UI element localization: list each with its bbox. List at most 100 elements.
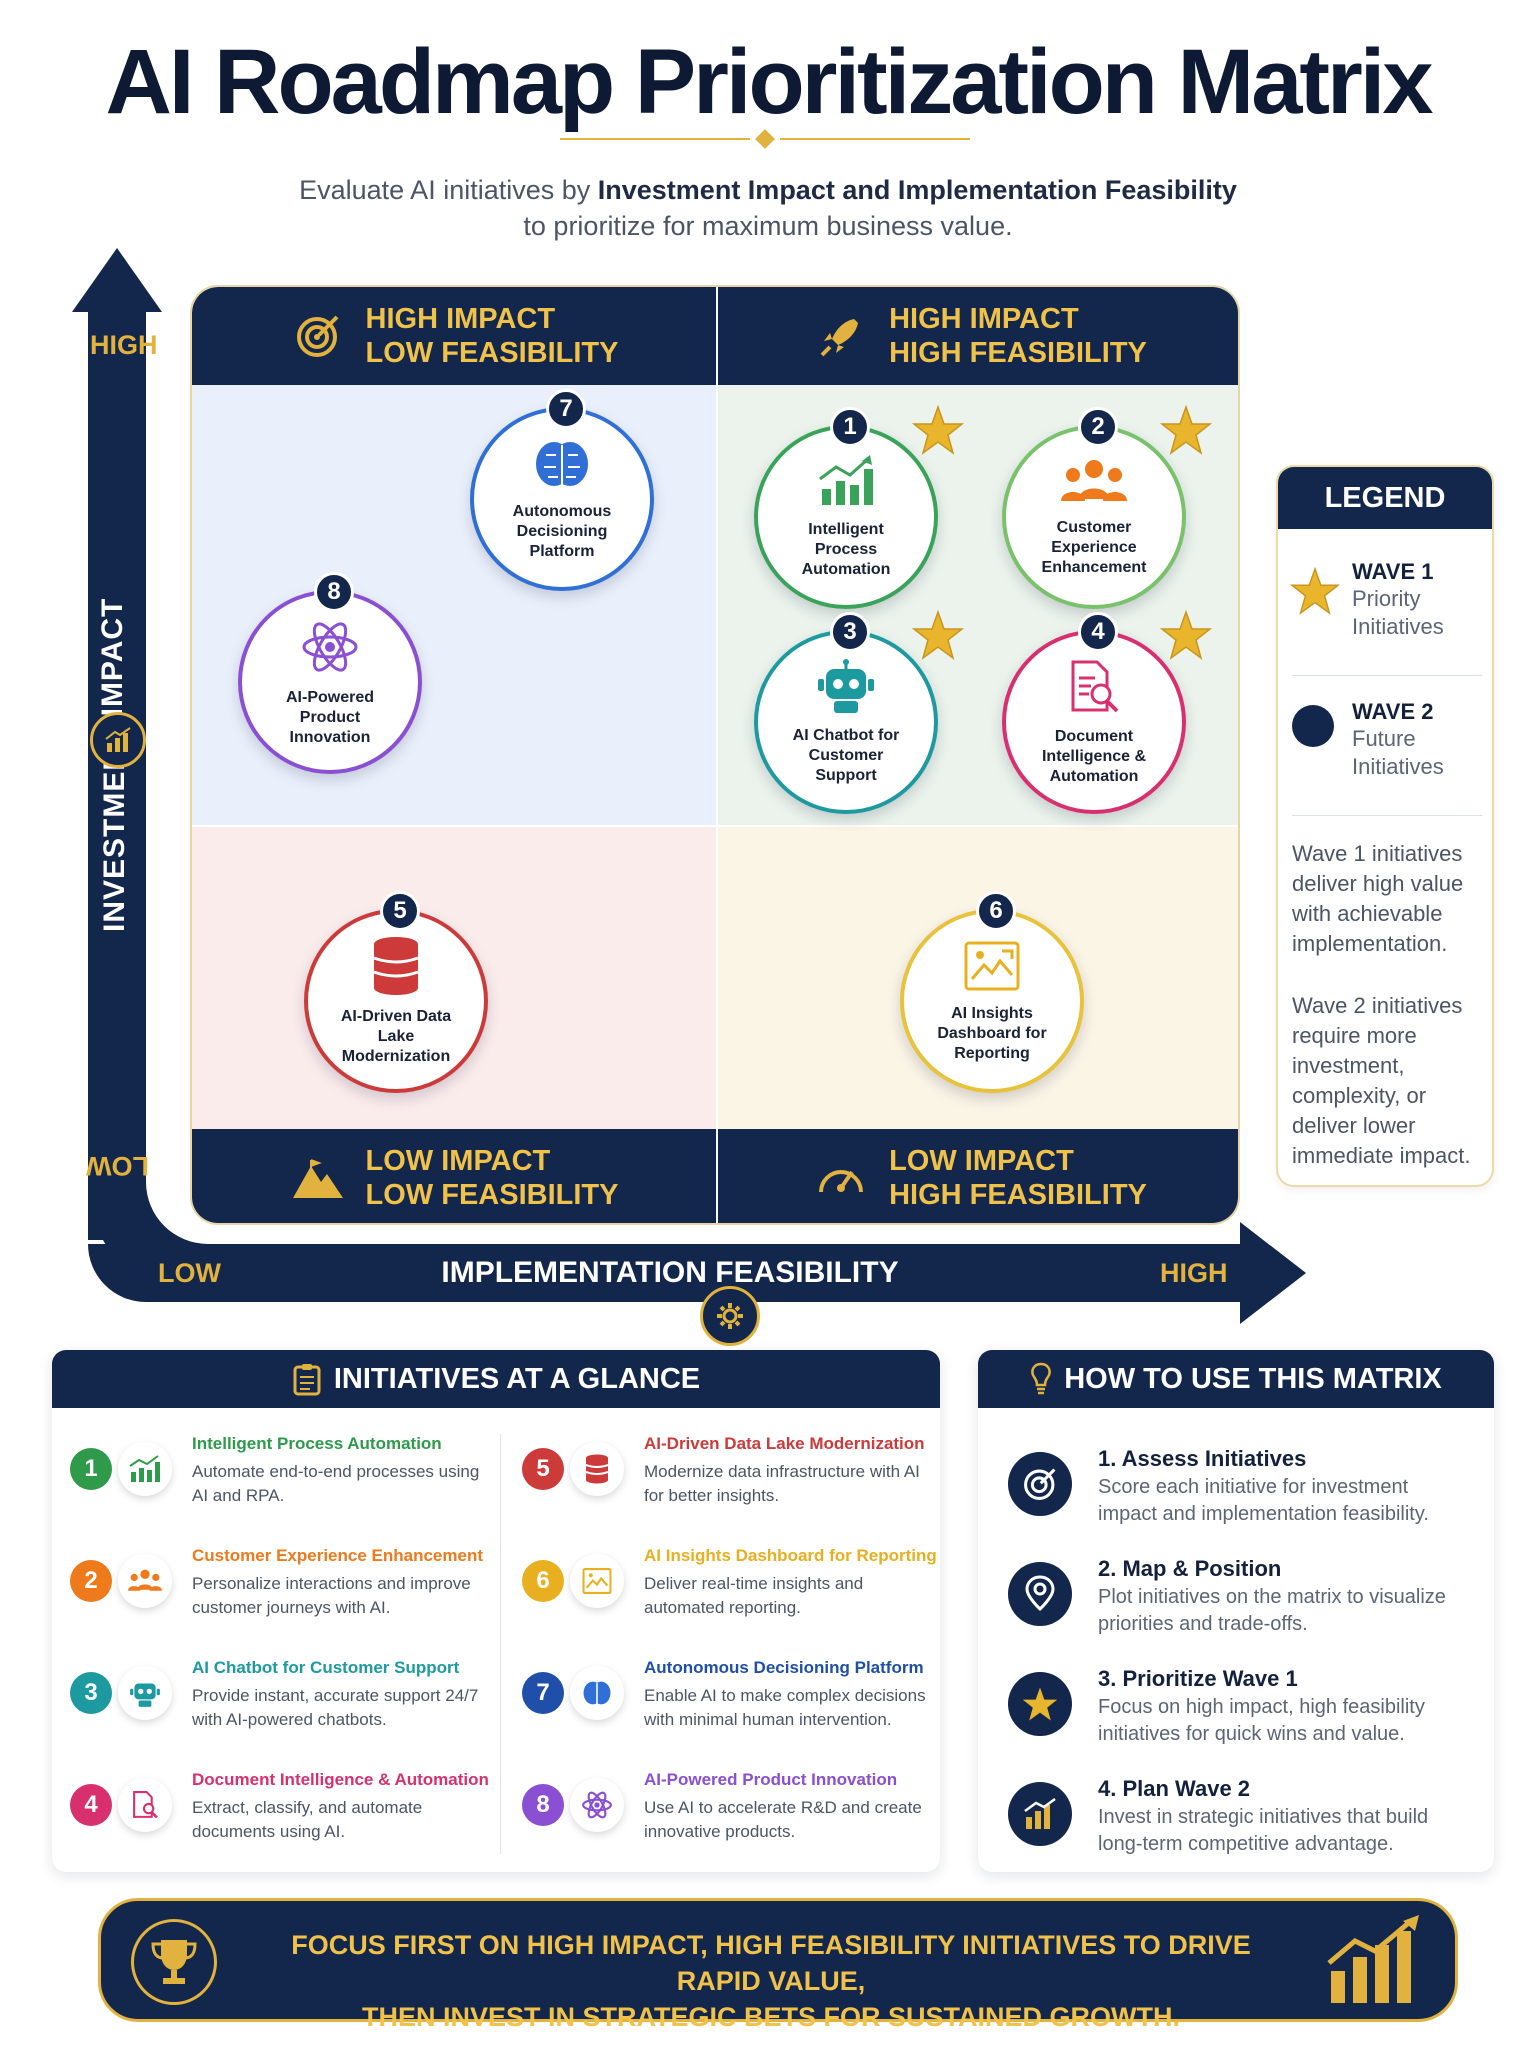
initiatives-panel-header: INITIATIVES AT A GLANCE xyxy=(52,1350,940,1408)
rocket-icon xyxy=(813,308,869,364)
x-axis-title: IMPLEMENTATION FEASIBILITY xyxy=(441,1256,899,1289)
y-axis xyxy=(88,300,146,1240)
item-number: 7 xyxy=(522,1672,564,1714)
brain-icon xyxy=(532,437,592,496)
legend-panel: LEGEND WAVE 1 Priority Initiatives WAVE … xyxy=(1276,465,1494,1187)
legend-divider xyxy=(1292,675,1482,676)
initiative-bubble-8[interactable]: 8 AI-Powered Product Innovation xyxy=(238,572,422,774)
item-description: Modernize data infrastructure with AI fo… xyxy=(644,1462,920,1505)
item-description: Enable AI to make complex decisions with… xyxy=(644,1686,926,1729)
howto-panel-title: HOW TO USE THIS MATRIX xyxy=(1064,1362,1442,1395)
gear-icon xyxy=(700,1286,760,1346)
glance-item-1[interactable]: 1 Intelligent Process Automation Automat… xyxy=(70,1434,490,1534)
howto-panel: HOW TO USE THIS MATRIX 1. Assess Initiat… xyxy=(978,1350,1494,1872)
bubble-label: Document Intelligence & Automation xyxy=(1041,727,1147,785)
atom-icon xyxy=(300,617,360,682)
document-search-icon xyxy=(118,1778,172,1832)
clipboard-icon xyxy=(293,1364,321,1396)
step-description: Invest in strategic initiatives that bui… xyxy=(1098,1806,1429,1855)
mountain-icon xyxy=(290,1150,346,1206)
glance-item-4[interactable]: 4 Document Intelligence & Automation Ext… xyxy=(70,1770,490,1870)
item-number: 5 xyxy=(522,1448,564,1490)
bubble-label: AI Chatbot for Customer Support xyxy=(792,726,900,784)
initiative-bubble-7[interactable]: 7 Autonomous Decisioning Platform xyxy=(470,389,654,591)
item-description: Automate end-to-end processes using AI a… xyxy=(192,1462,480,1505)
page-title: AI Roadmap Prioritization Matrix xyxy=(105,31,1433,133)
glance-item-8[interactable]: 8 AI-Powered Product Innovation Use AI t… xyxy=(522,1770,940,1870)
howto-step-1: 1. Assess Initiatives Score each initiat… xyxy=(1008,1446,1448,1546)
bubble-number: 5 xyxy=(380,891,420,931)
step-title: 1. Assess Initiatives xyxy=(1098,1446,1307,1471)
item-number: 1 xyxy=(70,1448,112,1490)
wave1-star-icon xyxy=(912,610,964,660)
y-axis-low-label: LOW xyxy=(86,1151,149,1181)
step-title: 2. Map & Position xyxy=(1098,1556,1282,1581)
howto-step-4: 4. Plan Wave 2 Invest in strategic initi… xyxy=(1008,1776,1448,1872)
initiative-bubble-5[interactable]: 5 AI-Driven Data Lake Modernization xyxy=(304,891,488,1093)
quadrant-br-line2: HIGH FEASIBILITY xyxy=(889,1179,1147,1211)
subtitle: Evaluate AI initiatives by Investment Im… xyxy=(0,172,1536,244)
legend-divider xyxy=(1292,815,1482,816)
quadrant-tl-line1: HIGH IMPACT xyxy=(365,303,556,335)
quadrant-tr-line1: HIGH IMPACT xyxy=(889,303,1079,335)
lightbulb-icon xyxy=(1031,1362,1052,1395)
howto-panel-header: HOW TO USE THIS MATRIX xyxy=(978,1350,1494,1408)
step-title: 4. Plan Wave 2 xyxy=(1098,1776,1251,1801)
item-title: Document Intelligence & Automation xyxy=(192,1770,489,1789)
bubble-label: Autonomous Decisioning Platform xyxy=(512,502,612,560)
item-description: Deliver real-time insights and automated… xyxy=(644,1574,864,1617)
initiative-bubble-3[interactable]: 3 AI Chatbot for Customer Support xyxy=(754,610,964,814)
item-number: 3 xyxy=(70,1672,112,1714)
title-divider-left xyxy=(560,138,750,140)
subtitle-line2: to prioritize for maximum business value… xyxy=(523,211,1013,241)
item-title: Customer Experience Enhancement xyxy=(192,1546,483,1565)
bubble-label: Customer Experience Enhancement xyxy=(1041,518,1147,576)
database-icon xyxy=(370,936,422,1001)
initiative-bubble-4[interactable]: 4 Document Intelligence & Automation xyxy=(1002,610,1212,814)
glance-item-3[interactable]: 3 AI Chatbot for Customer Support Provid… xyxy=(70,1658,490,1758)
wave1-star-icon xyxy=(1290,567,1340,615)
glance-item-5[interactable]: 5 AI-Driven Data Lake Modernization Mode… xyxy=(522,1434,940,1534)
banner-line1: FOCUS FIRST ON HIGH IMPACT, HIGH FEASIBI… xyxy=(291,1930,1251,1996)
legend-text-wave1: Wave 1 initiatives deliver high value wi… xyxy=(1292,841,1464,956)
map-pin-icon xyxy=(1008,1562,1072,1626)
y-axis-title-investment: INVESTMENT xyxy=(98,728,131,932)
banner-text: FOCUS FIRST ON HIGH IMPACT, HIGH FEASIBI… xyxy=(251,1927,1291,2035)
legend-wave1: WAVE 1 Priority Initiatives xyxy=(1352,559,1492,641)
target-icon xyxy=(290,308,346,364)
bubble-label: AI-Driven Data Lake Modernization xyxy=(340,1007,452,1065)
item-title: AI Chatbot for Customer Support xyxy=(192,1658,460,1677)
item-description: Extract, classify, and automate document… xyxy=(192,1798,423,1841)
banner-line2: THEN INVEST IN STRATEGIC BETS FOR SUSTAI… xyxy=(361,2002,1180,2032)
bubble-label: AI-Powered Product Innovation xyxy=(285,688,374,746)
legend-wave1-title: WAVE 1 xyxy=(1352,559,1434,584)
howto-step-2: 2. Map & Position Plot initiatives on th… xyxy=(1008,1556,1448,1656)
initiative-bubble-2[interactable]: 2 Customer Experience Enhancement xyxy=(1002,405,1212,609)
bubble-label: AI Insights Dashboard for Reporting xyxy=(937,1004,1047,1062)
bubble-number: 4 xyxy=(1078,612,1118,652)
initiative-bubble-1[interactable]: 1 Intelligent Process Automation xyxy=(754,405,964,609)
item-number: 2 xyxy=(70,1560,112,1602)
bubble-number: 6 xyxy=(976,891,1016,931)
glance-item-6[interactable]: 6 AI Insights Dashboard for Reporting De… xyxy=(522,1546,940,1646)
x-axis xyxy=(88,1244,1266,1302)
item-number: 8 xyxy=(522,1784,564,1826)
star-icon xyxy=(1008,1672,1072,1736)
quadrant-tl-line2: LOW FEASIBILITY xyxy=(365,337,619,369)
dashboard-image-icon xyxy=(570,1554,624,1608)
item-number: 6 xyxy=(522,1560,564,1602)
users-icon xyxy=(1059,457,1129,512)
panel-divider xyxy=(500,1434,501,1854)
initiative-bubble-6[interactable]: 6 AI Insights Dashboard for Reporting xyxy=(900,891,1084,1093)
title-divider-right xyxy=(780,138,970,140)
legend-title: LEGEND xyxy=(1278,467,1492,529)
x-axis-low-label: LOW xyxy=(158,1258,221,1288)
glance-item-2[interactable]: 2 Customer Experience Enhancement Person… xyxy=(70,1546,490,1646)
glance-item-7[interactable]: 7 Autonomous Decisioning Platform Enable… xyxy=(522,1658,940,1758)
legend-wave1-subtitle: Priority Initiatives xyxy=(1352,586,1444,639)
database-icon xyxy=(570,1442,624,1496)
gauge-icon xyxy=(813,1150,869,1206)
